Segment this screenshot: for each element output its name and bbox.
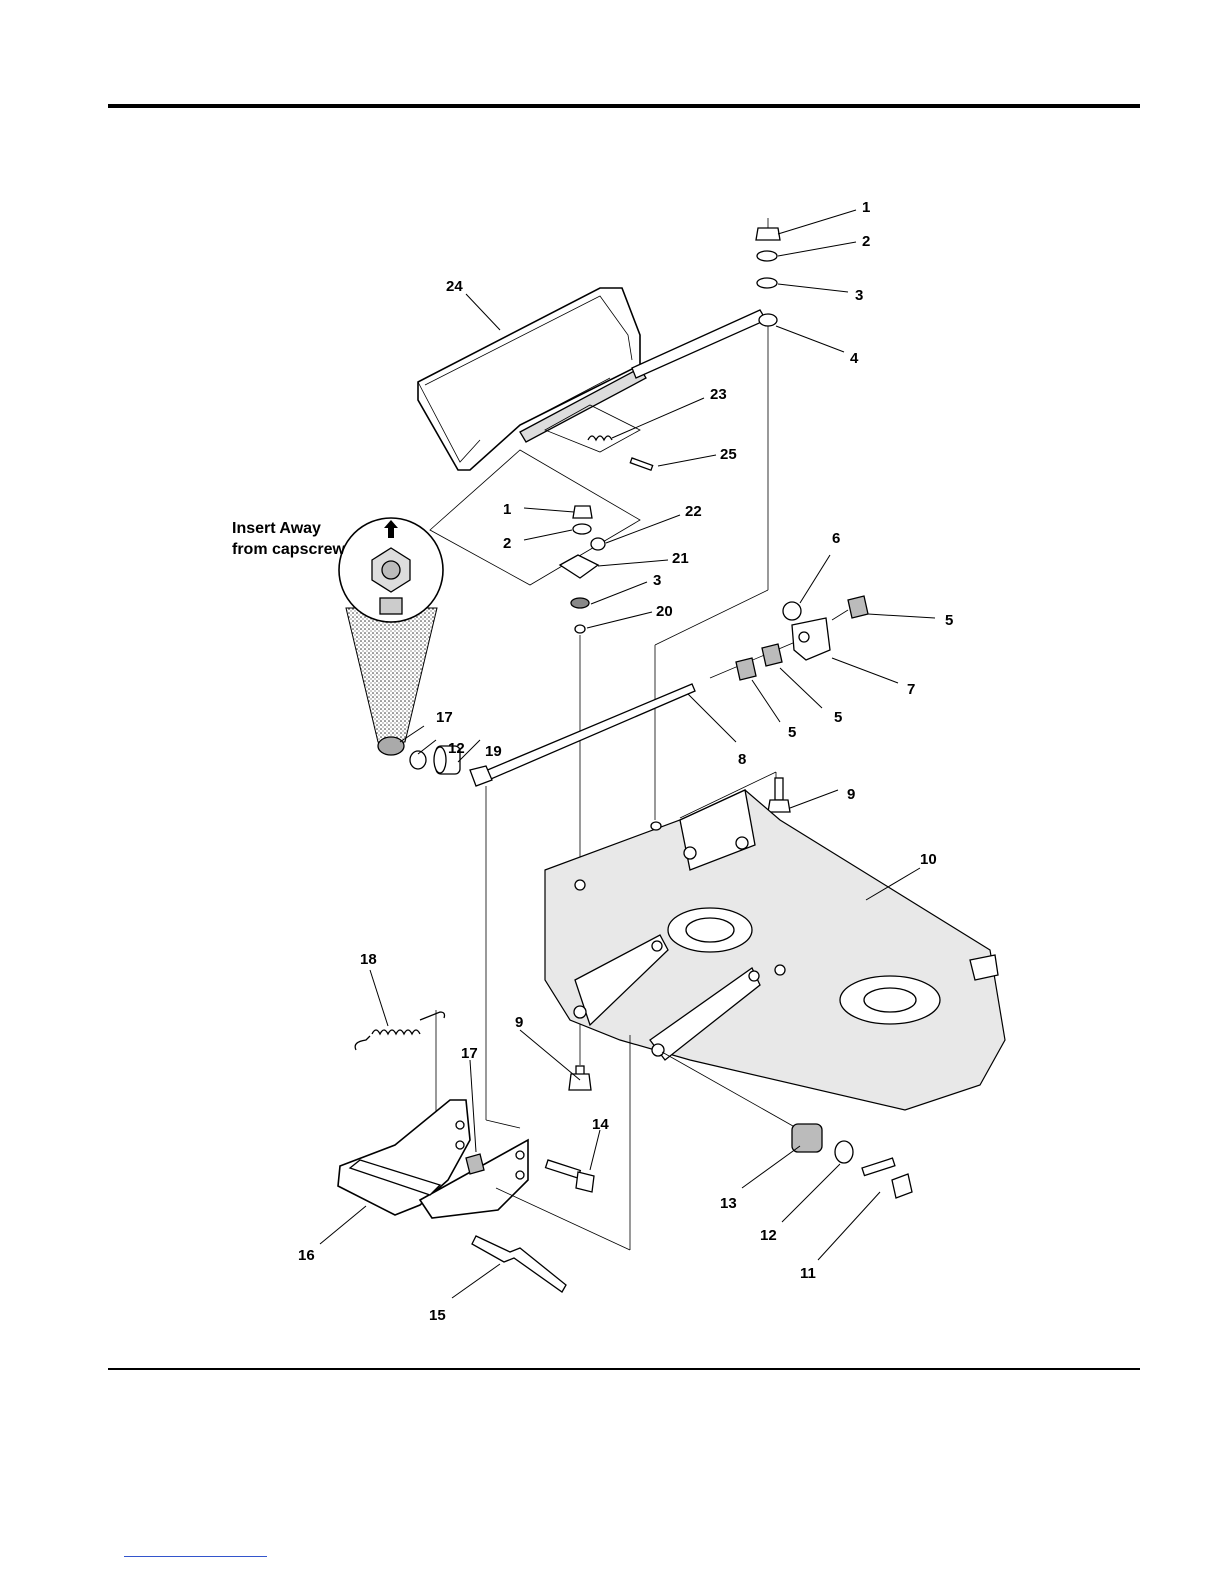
insert-detail-magnifier (339, 518, 443, 755)
callout-12-top: 12 (448, 740, 465, 757)
callout-2-mid: 2 (503, 535, 511, 552)
bracket-and-nuts (736, 596, 868, 680)
callout-22: 22 (685, 503, 702, 520)
callout-14: 14 (592, 1116, 609, 1133)
callout-3-top: 3 (855, 287, 863, 304)
callout-25: 25 (720, 446, 737, 463)
callout-7: 7 (907, 681, 915, 698)
lift-rod (472, 1236, 566, 1292)
callout-12-bot: 12 (760, 1227, 777, 1244)
callout-1-mid: 1 (503, 501, 511, 518)
hinge-rod (632, 310, 777, 820)
callout-21: 21 (672, 550, 689, 567)
lift-bracket (338, 1035, 630, 1250)
callout-9-top: 9 (847, 786, 855, 803)
callout-17-bot: 17 (461, 1045, 478, 1062)
note-line-2: from capscrew (232, 541, 345, 558)
mower-deck-housing (545, 790, 1005, 1110)
callout-6: 6 (832, 530, 840, 547)
note-line-1: Insert Away (232, 520, 321, 537)
top-hardware-stack (756, 218, 780, 288)
callout-1-top: 1 (862, 199, 870, 216)
callout-9-bot: 9 (515, 1014, 523, 1031)
callout-8: 8 (738, 751, 746, 768)
callout-13: 13 (720, 1195, 737, 1212)
callout-11: 11 (800, 1265, 816, 1282)
callout-3-mid: 3 (653, 572, 661, 589)
callout-5-c: 5 (788, 724, 796, 741)
capscrew-14 (546, 1160, 594, 1192)
callout-10: 10 (920, 851, 937, 868)
callout-16: 16 (298, 1247, 315, 1264)
callout-24: 24 (446, 278, 463, 295)
deflector-chute (418, 288, 646, 470)
callout-5-a: 5 (945, 612, 953, 629)
callout-15: 15 (429, 1307, 446, 1324)
callout-18: 18 (360, 951, 377, 968)
callout-20: 20 (656, 603, 673, 620)
callout-4: 4 (850, 350, 859, 367)
insert-note: Insert Away from capscrew (232, 520, 345, 558)
callout-5-b: 5 (834, 709, 842, 726)
callout-17-top: 17 (436, 709, 453, 726)
callout-19: 19 (485, 743, 502, 760)
callout-23: 23 (710, 386, 727, 403)
callout-2-top: 2 (862, 233, 870, 250)
capscrew-bottom (569, 1066, 591, 1090)
